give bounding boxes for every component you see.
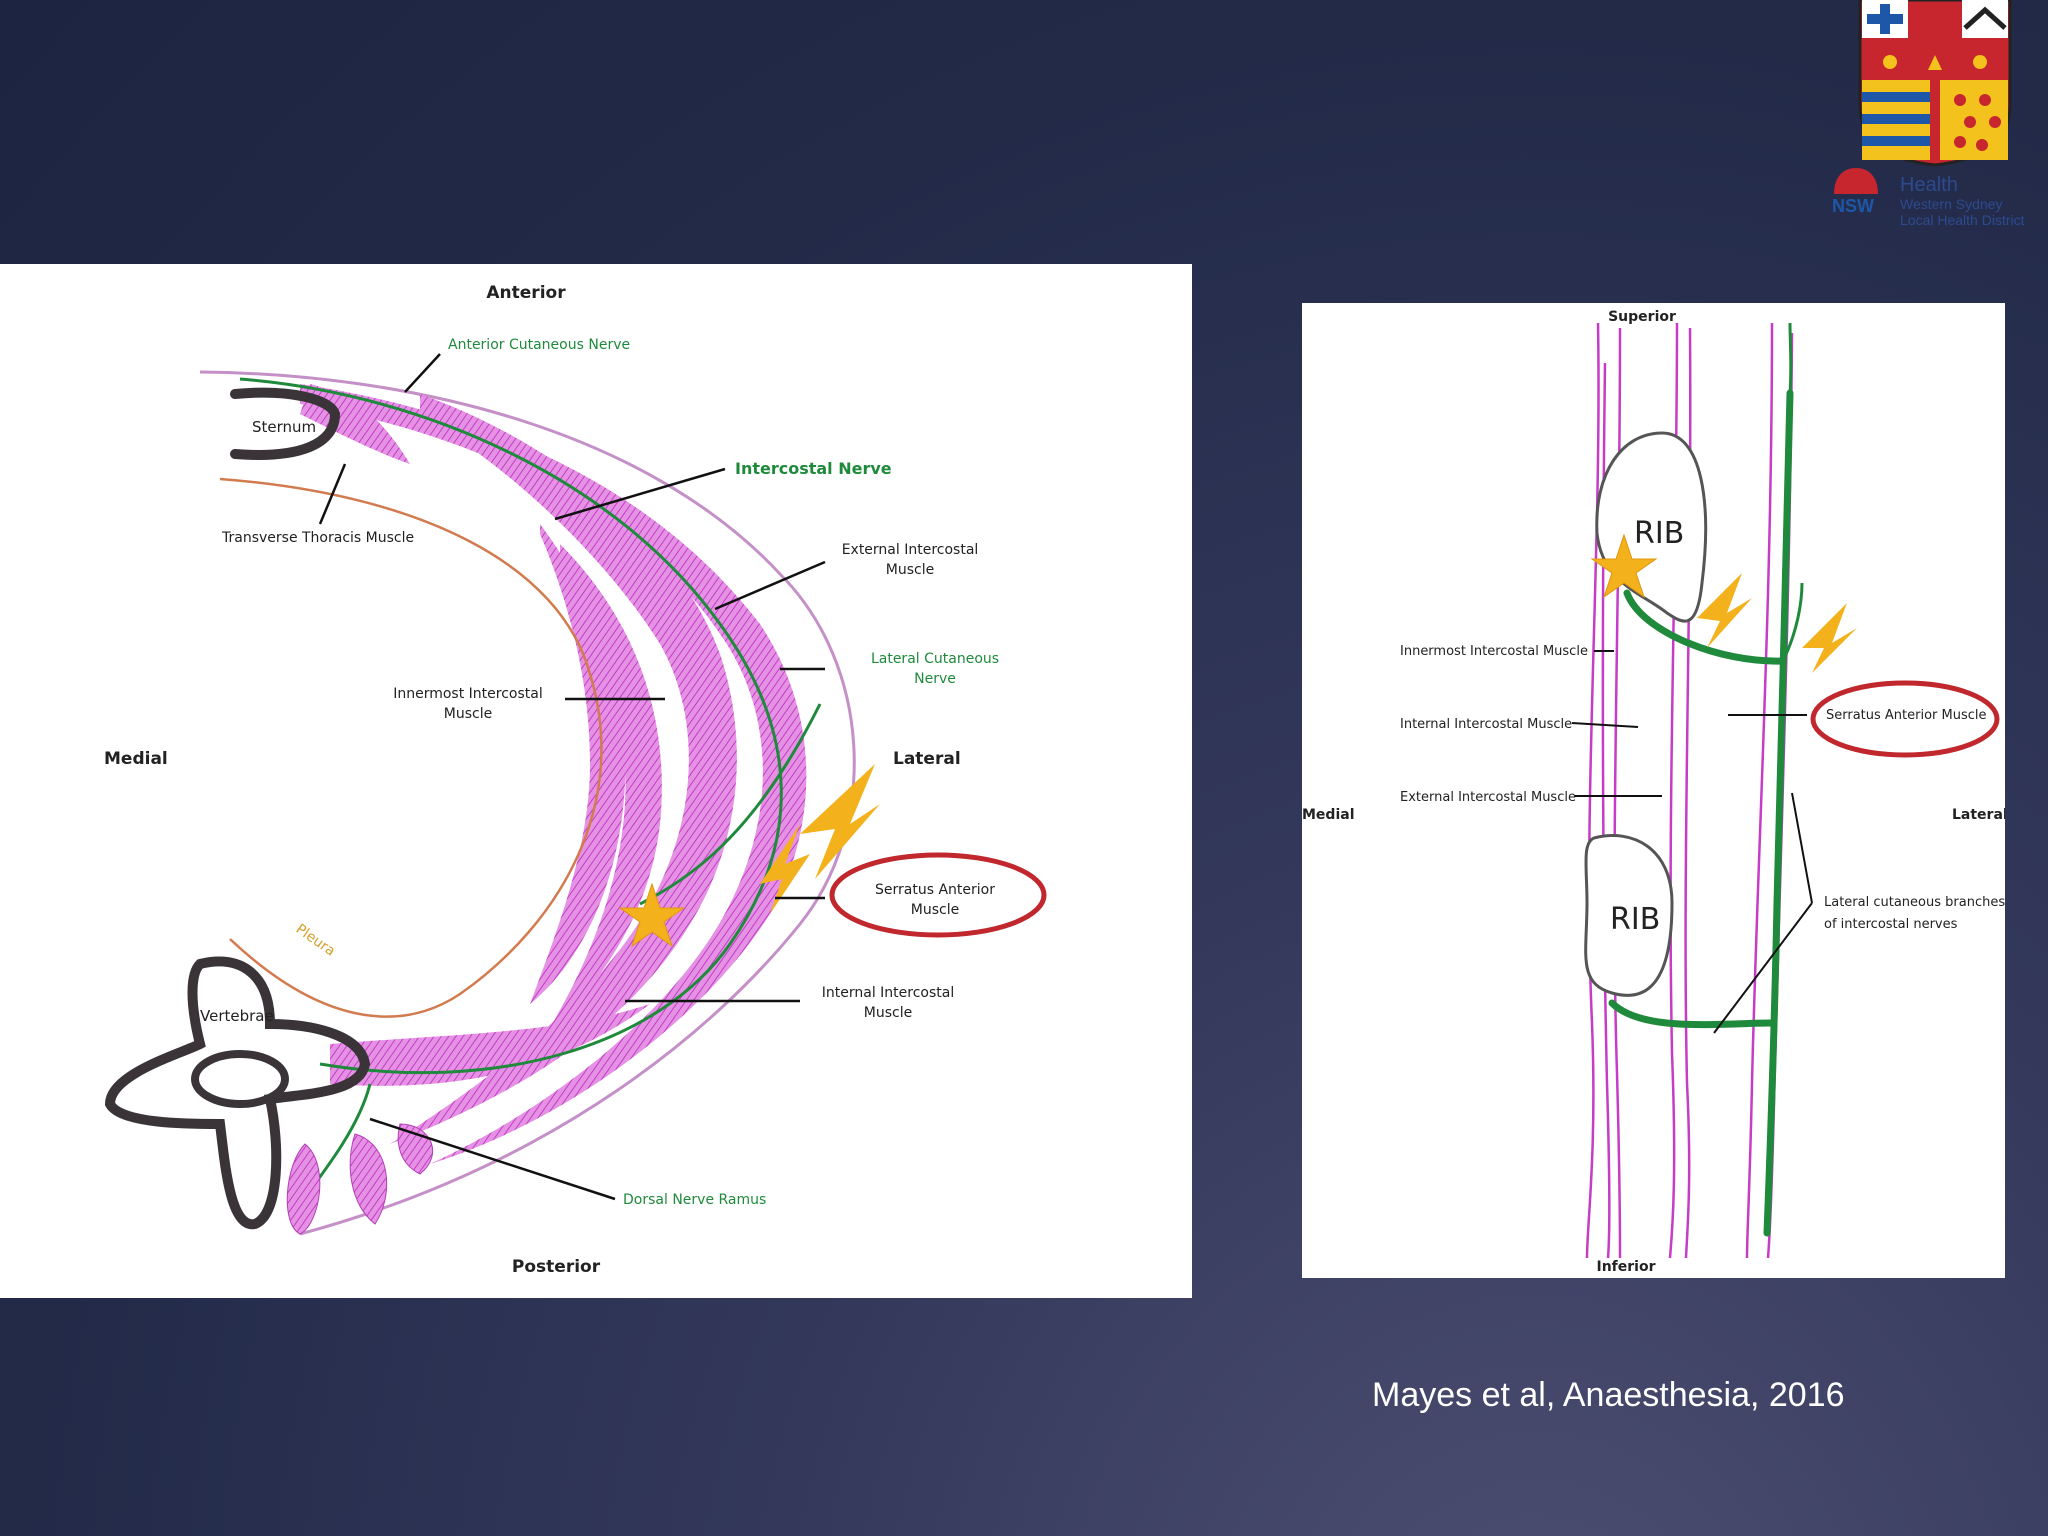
label-intercostal-nerve: Intercostal Nerve (735, 459, 892, 478)
cross-section-svg: Anterior Posterior Medial Lateral Anteri… (104, 283, 1047, 1277)
label-inferior: Inferior (1597, 1259, 1656, 1275)
longitudinal-svg: Superior Inferior Medial Lateral RIB RIB… (1302, 309, 2008, 1275)
leader-lines-right (1571, 650, 1813, 1034)
external-intercostal-band (300, 384, 807, 1164)
star-icon (618, 882, 686, 948)
label-external-intercostal-2: Muscle (886, 562, 934, 578)
intercostal-nerve-paths (1608, 389, 1794, 1237)
crest-icon (1858, 0, 2012, 167)
lightning-bolt-icon-right-2 (1802, 603, 1857, 673)
label-external-intercostal-right: External Intercostal Muscle (1400, 790, 1576, 805)
sternum-bone (230, 387, 341, 460)
logo-nsw-text: NSW (1832, 196, 1874, 216)
internal-intercostal-band (390, 394, 737, 1144)
waratah-icon (1828, 166, 1878, 196)
nsw-health-logo: NSW Health Western Sydney Local Health D… (1820, 0, 2048, 235)
label-internal-intercostal-right: Internal Intercostal Muscle (1400, 717, 1572, 732)
serratus-highlight-ellipse-right (1810, 680, 2000, 758)
label-innermost-intercostal-2: Muscle (444, 706, 492, 722)
inner-band (530, 524, 626, 1004)
innermost-intercostal-band (540, 544, 662, 1044)
lightning-bolt-icon-right (1697, 573, 1752, 648)
label-internal-intercostal-1: Internal Intercostal (822, 985, 954, 1001)
label-serratus-anterior-2: Muscle (911, 902, 959, 918)
label-lateral-right: Lateral (1952, 807, 2005, 823)
serratus-highlight-ellipse (829, 852, 1047, 938)
label-posterior: Posterior (512, 1257, 601, 1277)
leader-lines (318, 353, 826, 1201)
label-pleura: Pleura (293, 921, 338, 959)
label-rib-upper: RIB (1634, 516, 1684, 551)
logo-district-text-2: Local Health District (1900, 212, 2025, 228)
rib-heads (286, 1123, 433, 1235)
label-vertebrae: Vertebrae (200, 1007, 274, 1025)
lateral-cutaneous-branch (639, 703, 822, 906)
label-internal-intercostal-2: Muscle (864, 1005, 912, 1021)
lightning-bolt-icon-2 (760, 824, 810, 914)
lightning-bolt-icon (800, 764, 880, 879)
nerve-branches (1780, 322, 1804, 664)
spinal-canal (191, 1050, 289, 1108)
label-lateral-cutaneous-2: Nerve (914, 671, 956, 687)
star-icon-right (1590, 533, 1658, 599)
citation-text: Mayes et al, Anaesthesia, 2016 (1372, 1376, 1845, 1414)
pleura-line (219, 477, 603, 1018)
label-external-intercostal-1: External Intercostal (842, 542, 979, 558)
label-serratus-anterior-1: Serratus Anterior (875, 882, 995, 898)
label-lateral-cutaneous-right-2: of intercostal nerves (1824, 917, 1958, 932)
label-lateral: Lateral (893, 749, 961, 769)
logo-district-text-1: Western Sydney (1900, 196, 2003, 212)
label-anterior: Anterior (486, 283, 566, 303)
longitudinal-diagram: Superior Inferior Medial Lateral RIB RIB… (1302, 303, 2008, 1278)
lower-rib (1584, 834, 1674, 997)
label-lateral-cutaneous-1: Lateral Cutaneous (871, 651, 999, 667)
label-medial: Medial (104, 749, 168, 769)
skin-outline (199, 370, 856, 1236)
label-innermost-intercostal-right: Innermost Intercostal Muscle (1400, 644, 1588, 659)
posterior-band (330, 1004, 650, 1086)
label-sternum: Sternum (252, 418, 316, 436)
logo-health-text: Health (1900, 174, 1958, 196)
label-rib-lower: RIB (1610, 902, 1660, 937)
label-anterior-cutaneous-nerve: Anterior Cutaneous Nerve (448, 337, 630, 353)
label-superior: Superior (1608, 309, 1676, 325)
label-innermost-intercostal-1: Innermost Intercostal (393, 686, 543, 702)
label-transverse-thoracis: Transverse Thoracis Muscle (221, 530, 414, 546)
label-serratus-anterior-right: Serratus Anterior Muscle (1826, 708, 1987, 723)
vertebra-bone (104, 956, 371, 1230)
cross-section-diagram: Anterior Posterior Medial Lateral Anteri… (0, 264, 1192, 1298)
label-medial-right: Medial (1302, 807, 1355, 823)
label-dorsal-nerve-ramus: Dorsal Nerve Ramus (623, 1192, 766, 1208)
label-lateral-cutaneous-right-1: Lateral cutaneous branches (1824, 895, 2005, 910)
